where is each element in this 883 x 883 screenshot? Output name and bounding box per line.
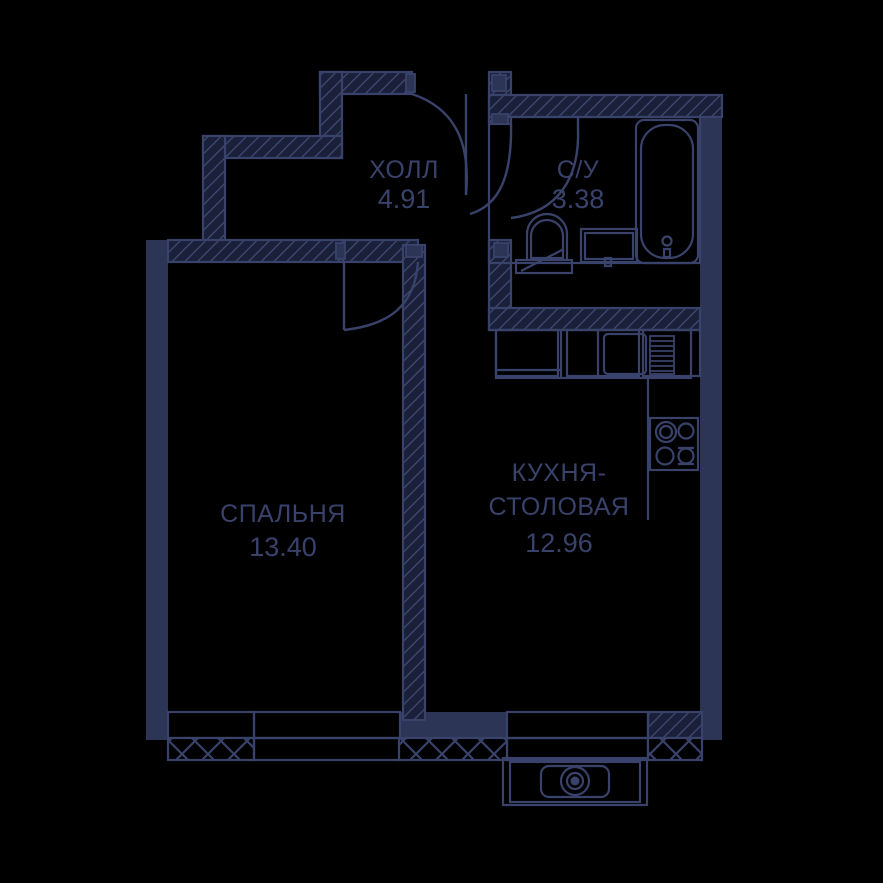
hall-door-arc <box>469 123 513 216</box>
bedroom-door-arc <box>343 261 420 332</box>
ac-outer <box>501 756 649 807</box>
wall-exterior-right <box>700 95 722 740</box>
toilet-icon <box>514 212 574 275</box>
bathtub-drain <box>661 235 673 247</box>
win-left-sill <box>166 736 256 762</box>
ac-inner <box>508 760 642 804</box>
ac-fan-mid <box>565 771 585 791</box>
washbasin-faucet <box>603 256 613 268</box>
wall-central-divider <box>401 243 427 722</box>
bathtub-faucet <box>662 247 672 259</box>
dishwasher-icon <box>602 332 675 376</box>
room-labels: ХОЛЛ 4.91 С/У 3.38 СПАЛЬНЯ 13.40 КУХНЯ- … <box>220 156 629 562</box>
washbasin-icon <box>579 227 639 268</box>
jamb-entry-2 <box>491 74 507 92</box>
win-center-sill <box>397 736 509 762</box>
room-label-bedroom: СПАЛЬНЯ 13.40 <box>220 500 346 562</box>
jamb-hall-1 <box>491 113 509 125</box>
bathroom-area: 3.38 <box>552 184 605 214</box>
washbasin-outer <box>579 227 639 264</box>
toilet-detail <box>520 248 565 272</box>
dw-rack <box>649 335 675 375</box>
wall-hall-bottom <box>166 238 345 264</box>
bedroom-window <box>166 710 402 762</box>
burner-large-inner <box>658 424 674 440</box>
hall-area: 4.91 <box>378 184 431 214</box>
wall-hall-step-vert-2 <box>201 134 227 250</box>
door-swings <box>342 92 580 332</box>
room-label-hall: ХОЛЛ 4.91 <box>369 156 439 214</box>
bathtub-icon <box>634 118 700 265</box>
kitchen-fixtures <box>494 328 700 520</box>
ac-fan-outer <box>559 765 591 797</box>
kitchen-counter-run <box>494 328 693 380</box>
burner-grate <box>678 446 694 466</box>
counter-outline <box>494 328 693 380</box>
bedroom-area: 13.40 <box>249 532 317 562</box>
kitchen-name-line1: КУХНЯ- <box>512 459 607 487</box>
cooktop-body <box>648 416 700 472</box>
wall-bathroom-bottom <box>487 306 702 332</box>
bedroom-name: СПАЛЬНЯ <box>220 500 346 528</box>
interior-walls <box>166 70 724 740</box>
wall-corner-bottom-left <box>146 718 168 740</box>
burner-large-outer <box>654 420 678 444</box>
cooktop-icon <box>648 416 700 472</box>
hall-name: ХОЛЛ <box>369 156 439 184</box>
door-jambs <box>335 73 509 260</box>
wall-corner-bottom-right <box>700 718 722 740</box>
dishwasher-door <box>602 332 648 376</box>
windows <box>166 710 704 762</box>
bathroom-name: С/У <box>557 156 599 184</box>
wall-exterior-left <box>146 240 168 740</box>
jamb-bedroom-2 <box>335 242 346 260</box>
kitchen-name-line2: СТОЛОВАЯ <box>489 493 630 521</box>
toilet-bowl <box>525 212 569 262</box>
bathroom-door-arc <box>510 127 580 220</box>
air-conditioner-icon <box>501 756 649 807</box>
ac-fan-hub <box>570 776 580 786</box>
jamb-entry-1 <box>405 73 416 93</box>
win-right-sill <box>646 736 704 762</box>
wall-bottom-right-segment <box>646 710 704 740</box>
room-label-bathroom: С/У 3.38 <box>552 156 605 214</box>
burner-top-right <box>677 422 695 440</box>
burner-bottom-left <box>655 446 675 466</box>
room-label-kitchen: КУХНЯ- СТОЛОВАЯ 12.96 <box>489 459 630 558</box>
exterior-walls <box>146 95 722 740</box>
kitchen-area: 12.96 <box>525 528 593 558</box>
bathtub-outer <box>634 118 700 265</box>
toilet-bowl-inner <box>529 218 565 260</box>
dishwasher-coils <box>649 335 675 375</box>
kitchen-window <box>397 710 704 762</box>
wall-exterior-top <box>487 93 724 119</box>
jamb-bedroom-1 <box>405 244 423 258</box>
jamb-bath-1 <box>493 242 509 258</box>
bathroom-fixtures <box>494 118 702 378</box>
